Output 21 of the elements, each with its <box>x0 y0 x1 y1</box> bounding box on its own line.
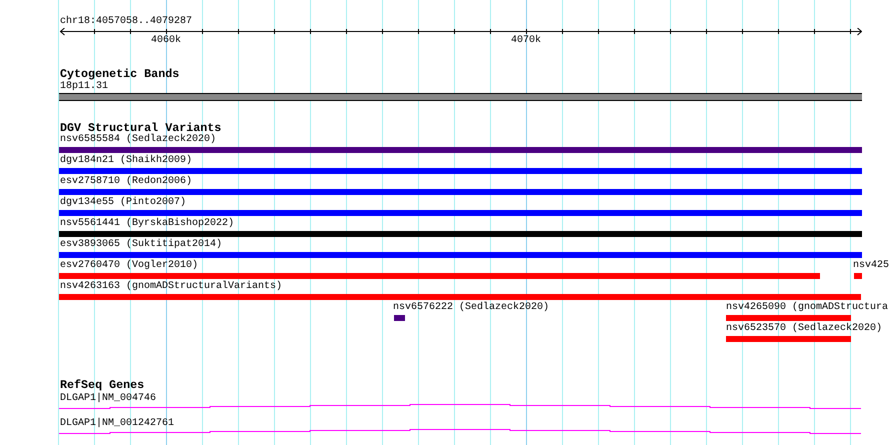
feature-label: nsv6576222 (Sedlazeck2020) <box>393 303 550 313</box>
track-title: Cytogenetic Bands <box>60 68 180 80</box>
feature-label: esv3893065 (Suktitipat2014) <box>60 240 222 250</box>
feature-label: esv2760470 (Vogler2010) <box>60 261 198 271</box>
tick-label: 4060k <box>151 36 182 46</box>
feature-label: nsv6585584 (Sedlazeck2020) <box>60 135 216 145</box>
feature-label: dgv134e55 (Pinto2007) <box>60 198 186 208</box>
feature-label: nsv6523570 (Sedlazeck2020) <box>726 324 882 334</box>
track-title: DGV Structural Variants <box>60 122 222 134</box>
tick-label: 4070k <box>511 36 542 46</box>
track-title: RefSeq Genes <box>60 379 144 391</box>
feature-label: dgv184n21 (Shaikh2009) <box>60 156 192 166</box>
feature-label: DLGAP1|NM_004746 <box>60 394 156 404</box>
feature-label: DLGAP1|NM_001242761 <box>60 419 174 429</box>
position-label: chr18:4057058..4079287 <box>60 17 192 27</box>
feature-label: 18p11.31 <box>60 82 108 92</box>
feature-label: nsv425 <box>853 261 890 271</box>
feature-label: nsv5561441 (ByrskaBishop2022) <box>60 219 234 229</box>
feature-label: nsv4263163 (gnomADStructuralVariants) <box>60 282 282 292</box>
feature-label: esv2758710 (Redon2006) <box>60 177 192 187</box>
feature-label: nsv4265090 (gnomADStructura <box>726 303 888 313</box>
